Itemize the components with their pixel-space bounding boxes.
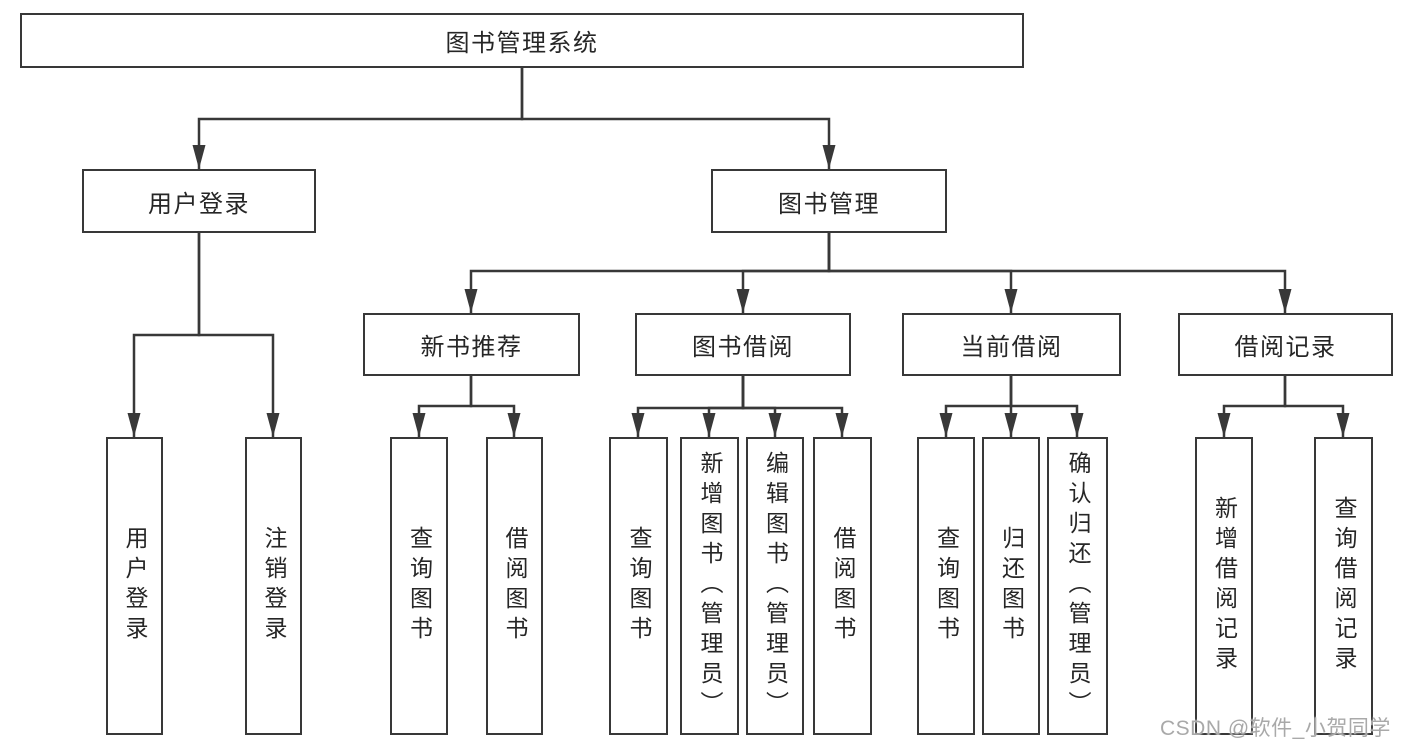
connector-new-book-rec-leaf-query-book-1 bbox=[417, 376, 473, 437]
node-label: 查询图书 bbox=[933, 526, 960, 646]
connector-user-login-leaf-logout bbox=[197, 233, 275, 437]
node-leaf-query-borrow-rec: 查询借阅记录 bbox=[1314, 437, 1373, 735]
arrowhead-book-mgmt bbox=[822, 145, 836, 169]
connector-book-mgmt-borrow-record bbox=[827, 233, 1287, 313]
node-leaf-return-book: 归还图书 bbox=[982, 437, 1040, 735]
node-root: 图书管理系统 bbox=[20, 13, 1024, 68]
node-leaf-query-book-3: 查询图书 bbox=[917, 437, 975, 735]
connector-current-borrow-leaf-query-book-3 bbox=[944, 376, 1013, 437]
arrowhead-leaf-logout bbox=[266, 413, 280, 437]
arrowhead-leaf-borrow-book-2 bbox=[835, 413, 849, 437]
arrowhead-leaf-query-book-3 bbox=[939, 413, 953, 437]
arrowhead-leaf-add-borrow-rec bbox=[1217, 413, 1231, 437]
node-label: 新书推荐 bbox=[420, 334, 523, 361]
connector-user-login-leaf-user-login bbox=[132, 233, 201, 437]
node-label: 注销登录 bbox=[261, 526, 287, 646]
node-leaf-borrow-book-2: 借阅图书 bbox=[813, 437, 872, 735]
node-leaf-query-book-1: 查询图书 bbox=[390, 437, 448, 735]
node-leaf-user-login: 用户登录 bbox=[106, 437, 163, 735]
arrowhead-leaf-query-book-1 bbox=[412, 413, 426, 437]
connector-book-mgmt-new-book-rec bbox=[469, 233, 831, 313]
node-borrow-record: 借阅记录 bbox=[1178, 313, 1393, 376]
arrowhead-leaf-borrow-book-1 bbox=[507, 413, 521, 437]
arrowhead-current-borrow bbox=[1004, 289, 1018, 313]
connector-book-borrow-leaf-edit-book bbox=[741, 376, 777, 437]
connector-borrow-record-leaf-query-borrow-rec bbox=[1283, 376, 1345, 437]
connector-book-borrow-leaf-add-book bbox=[707, 376, 745, 437]
node-label: 图书管理 bbox=[778, 190, 880, 218]
node-user-login: 用户登录 bbox=[82, 169, 316, 233]
arrowhead-leaf-query-borrow-rec bbox=[1336, 413, 1350, 437]
node-label: 编辑图书（管理员） bbox=[762, 451, 789, 721]
node-leaf-add-borrow-rec: 新增借阅记录 bbox=[1195, 437, 1253, 735]
arrowhead-leaf-return-book bbox=[1004, 413, 1018, 437]
arrowhead-leaf-edit-book bbox=[768, 413, 782, 437]
arrowhead-book-borrow bbox=[736, 289, 750, 313]
node-current-borrow: 当前借阅 bbox=[902, 313, 1121, 376]
node-label: 用户登录 bbox=[148, 190, 250, 218]
connector-book-borrow-leaf-query-book-2 bbox=[636, 376, 745, 437]
connector-book-borrow-leaf-borrow-book-2 bbox=[741, 376, 844, 437]
node-label: 新增借阅记录 bbox=[1211, 496, 1238, 676]
connector-borrow-record-leaf-add-borrow-rec bbox=[1222, 376, 1287, 437]
connector-root-book-mgmt bbox=[520, 68, 831, 169]
node-label: 图书管理系统 bbox=[445, 30, 599, 57]
node-label: 借阅图书 bbox=[502, 526, 528, 646]
node-label: 借阅记录 bbox=[1234, 334, 1337, 361]
node-label: 新增图书（管理员） bbox=[697, 451, 723, 721]
connector-root-user-login bbox=[197, 68, 524, 169]
arrowhead-leaf-confirm-return bbox=[1070, 413, 1084, 437]
node-leaf-confirm-return: 确认归还（管理员） bbox=[1047, 437, 1108, 735]
arrowhead-new-book-rec bbox=[464, 289, 478, 313]
node-label: 查询图书 bbox=[406, 526, 433, 646]
node-label: 用户登录 bbox=[122, 526, 148, 646]
node-new-book-rec: 新书推荐 bbox=[363, 313, 580, 376]
node-label: 归还图书 bbox=[998, 526, 1025, 646]
node-label: 借阅图书 bbox=[830, 526, 856, 646]
arrowhead-leaf-query-book-2 bbox=[631, 413, 645, 437]
node-label: 当前借阅 bbox=[960, 334, 1063, 361]
node-book-mgmt: 图书管理 bbox=[711, 169, 947, 233]
node-label: 图书借阅 bbox=[692, 334, 794, 361]
node-leaf-borrow-book-1: 借阅图书 bbox=[486, 437, 543, 735]
connector-book-mgmt-current-borrow bbox=[827, 233, 1013, 313]
connector-new-book-rec-leaf-borrow-book-1 bbox=[469, 376, 516, 437]
node-label: 查询图书 bbox=[626, 526, 652, 646]
node-leaf-logout: 注销登录 bbox=[245, 437, 302, 735]
arrowhead-borrow-record bbox=[1278, 289, 1292, 313]
node-leaf-edit-book: 编辑图书（管理员） bbox=[746, 437, 804, 735]
node-label: 确认归还（管理员） bbox=[1065, 451, 1091, 721]
node-label: 查询借阅记录 bbox=[1331, 496, 1357, 676]
arrowhead-leaf-add-book bbox=[702, 413, 716, 437]
node-leaf-add-book: 新增图书（管理员） bbox=[680, 437, 739, 735]
watermark: CSDN @软件_小贺同学 bbox=[1160, 717, 1391, 740]
node-leaf-query-book-2: 查询图书 bbox=[609, 437, 668, 735]
arrowhead-leaf-user-login bbox=[127, 413, 141, 437]
connector-current-borrow-leaf-confirm-return bbox=[1009, 376, 1079, 437]
connector-book-mgmt-book-borrow bbox=[741, 233, 831, 313]
node-book-borrow: 图书借阅 bbox=[635, 313, 851, 376]
arrowhead-user-login bbox=[192, 145, 206, 169]
